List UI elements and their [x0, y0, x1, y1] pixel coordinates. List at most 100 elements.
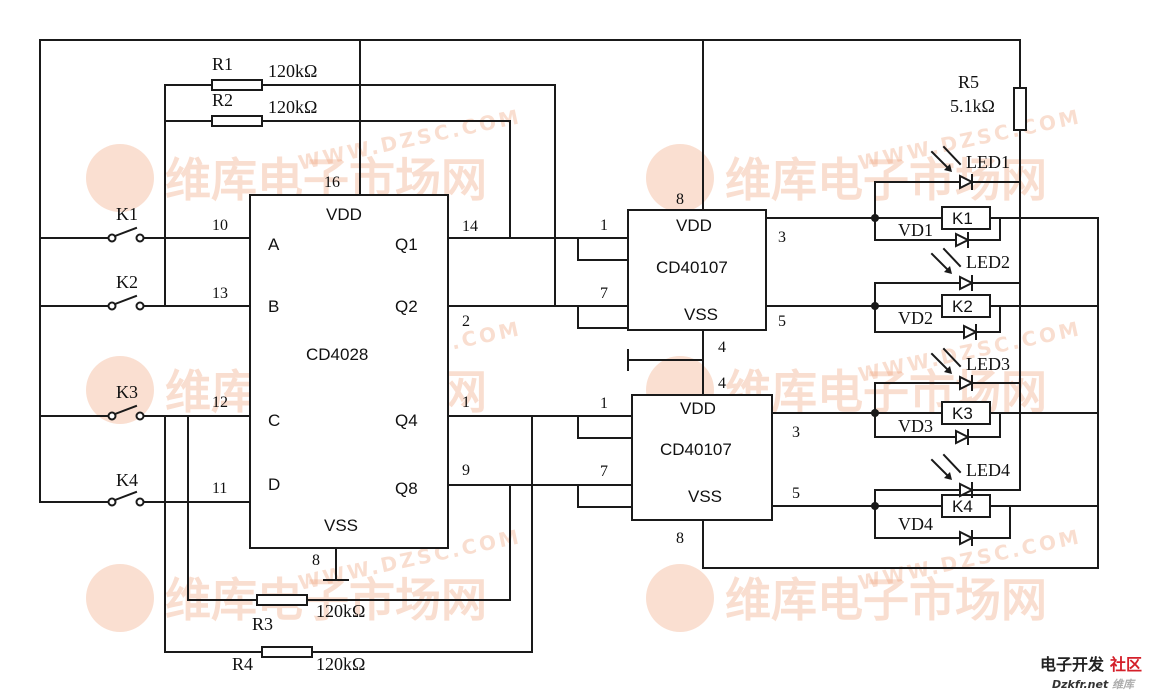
watermark-6: 维库电子市场网 WWW.DZSC.COM	[646, 524, 1084, 632]
pin-number: 9	[462, 462, 470, 479]
chip-vss-label: VSS	[684, 305, 718, 324]
led-3: LED3	[930, 347, 1010, 391]
svg-text:维库电子市场网: 维库电子市场网	[725, 153, 1047, 207]
pin-number: 11	[212, 480, 227, 497]
logo-domain: Dzkfr.net	[1052, 678, 1109, 691]
chip-cd40107-lower: VDD CD40107 VSS 1 2 7 6 3 5 8 4	[600, 375, 800, 547]
output-q2-label: Q2	[395, 297, 418, 316]
resistor-name: R2	[212, 90, 233, 110]
resistor-r4: R4 120kΩ	[232, 646, 365, 674]
resistor-name: R1	[212, 54, 233, 74]
pin-number: 1	[462, 394, 470, 411]
pin-number: 13	[212, 285, 228, 302]
chip-name: CD40107	[660, 440, 732, 459]
resistor-r1: R1 120kΩ	[211, 54, 317, 91]
relay-k1: K1	[941, 206, 991, 230]
switch-label: K1	[116, 204, 138, 224]
pin-number: 7	[600, 285, 608, 302]
resistor-value: 120kΩ	[316, 654, 365, 674]
input-a-label: A	[268, 235, 280, 254]
switch-label: K2	[116, 272, 138, 292]
watermark-layer: 维库电子市场网 WWW.DZSC.COM 维库电子市场网 WWW.DZSC.CO…	[86, 104, 1084, 632]
switch-label: K4	[116, 470, 138, 490]
switch-k3: K3	[107, 382, 145, 421]
relay-k4: K4	[941, 494, 991, 518]
diode-label: VD3	[898, 416, 933, 436]
pin-number: 2	[462, 313, 470, 330]
diode-vd1: VD1	[898, 220, 971, 248]
pin-number: 10	[212, 217, 228, 234]
pin-number: 8	[312, 552, 320, 569]
led-2: LED2	[930, 247, 1010, 291]
pin-number: 12	[212, 394, 228, 411]
pin-number: 4	[718, 339, 726, 356]
pin-number: 8	[676, 530, 684, 547]
switch-k2: K2	[107, 272, 145, 311]
output-q4-label: Q4	[395, 411, 418, 430]
resistor-value: 120kΩ	[316, 601, 365, 621]
chip-cd40107-upper: VDD CD40107 VSS 1 2 7 6 3 5 8 4	[600, 191, 786, 356]
output-q8-label: Q8	[395, 479, 418, 498]
logo-text-accent: 社区	[1109, 655, 1142, 674]
pin-number: 16	[324, 174, 340, 191]
resistor-r2: R2 120kΩ	[211, 90, 317, 127]
relay-label: K2	[952, 297, 973, 316]
diode-vd3: VD3	[898, 416, 971, 445]
diode-vd2: VD2	[898, 308, 979, 340]
chip-vdd-label: VDD	[680, 399, 716, 418]
pin-number: 1	[600, 395, 608, 412]
chip-name: CD4028	[306, 345, 368, 364]
pin-number: 14	[462, 218, 478, 235]
led-label: LED4	[966, 460, 1010, 480]
led-4: LED4	[930, 453, 1010, 498]
junction-dots	[871, 214, 879, 510]
chip-vdd-label: VDD	[326, 205, 362, 224]
resistor-name: R3	[252, 614, 273, 634]
gate-pins	[577, 237, 633, 508]
input-b-label: B	[268, 297, 279, 316]
logo-text-main: 电子开发	[1040, 655, 1105, 674]
led-label: LED1	[966, 152, 1010, 172]
diode-label: VD4	[898, 514, 933, 534]
resistor-value: 5.1kΩ	[950, 96, 995, 116]
relay-label: K4	[952, 497, 973, 516]
pin-number: 7	[600, 463, 608, 480]
corner-logo: 电子开发 社区 Dzkfr.net 维库	[1040, 655, 1142, 691]
pin-number: 3	[792, 424, 800, 441]
logo-faint: 维库	[1112, 678, 1136, 691]
switch-label: K3	[116, 382, 138, 402]
svg-text:维库电子市场网: 维库电子市场网	[725, 573, 1047, 627]
pin-number: 4	[718, 375, 726, 392]
input-c-label: C	[268, 411, 280, 430]
resistor-name: R5	[958, 72, 979, 92]
relay-k2: K2	[941, 294, 991, 318]
chip-vdd-label: VDD	[676, 216, 712, 235]
pin-number: 1	[600, 217, 608, 234]
pin-number: 3	[778, 229, 786, 246]
led-1: LED1	[930, 145, 1010, 190]
resistor-value: 120kΩ	[268, 97, 317, 117]
diode-vd4: VD4	[898, 514, 975, 546]
resistor-r5: R5 5.1kΩ	[950, 72, 1027, 131]
led-label: LED2	[966, 252, 1010, 272]
resistor-name: R4	[232, 654, 253, 674]
chip-vss-label: VSS	[324, 516, 358, 535]
relay-k3: K3	[941, 401, 991, 425]
chip-name: CD40107	[656, 258, 728, 277]
chip-cd4028: VDD VSS CD4028 A B C D Q1 Q2 Q4 Q8 10 13…	[212, 174, 478, 569]
svg-text:维库电子市场网: 维库电子市场网	[725, 365, 1047, 419]
chip-vss-label: VSS	[688, 487, 722, 506]
diode-label: VD2	[898, 308, 933, 328]
resistor-value: 120kΩ	[268, 61, 317, 81]
output-q1-label: Q1	[395, 235, 418, 254]
resistor-r3: R3 120kΩ	[252, 594, 365, 634]
pin-number: 8	[676, 191, 684, 208]
led-label: LED3	[966, 354, 1010, 374]
pin-number: 5	[778, 313, 786, 330]
relay-label: K1	[952, 209, 973, 228]
diode-label: VD1	[898, 220, 933, 240]
switch-k4: K4	[107, 470, 145, 507]
input-d-label: D	[268, 475, 280, 494]
relay-label: K3	[952, 404, 973, 423]
pin-number: 5	[792, 485, 800, 502]
